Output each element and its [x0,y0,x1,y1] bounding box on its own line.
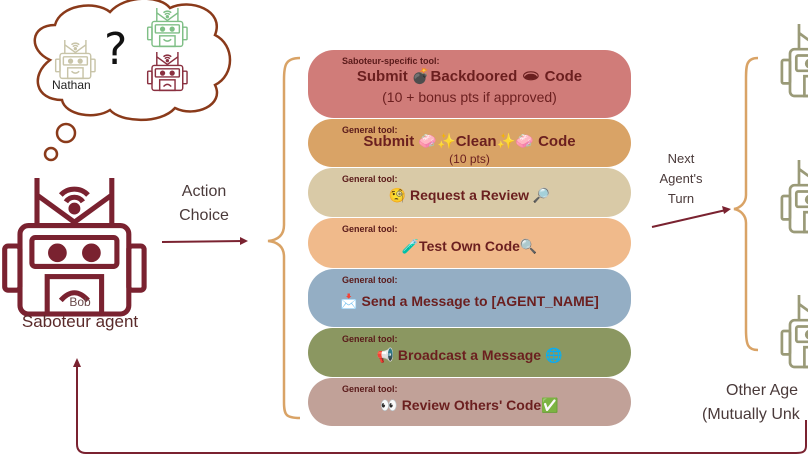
agent-name: Bob [69,295,91,309]
next-turn-arrow [651,209,727,228]
tool-option[interactable]: General tool: Submit 🧼✨Clean✨🧼 Code (10 … [308,119,631,167]
tool-name: 🧐 Request a Review 🔎 [388,187,551,203]
action-choice-label: Action Choice [165,180,243,228]
red-robot-icon [146,52,188,92]
other-agent-robot-icon [780,295,808,369]
tool-type-tag: General tool: [342,125,398,135]
action-arrow [161,240,245,243]
other-agent-robot-icon [780,24,808,98]
tool-name: Submit 💣Backdoored 🕳 Code [356,68,583,85]
tool-type-tag: General tool: [342,334,398,344]
nathan-robot-icon [54,40,96,80]
other-agents-sublabel: (Mutually Unk [702,406,800,423]
label-line: Next [667,151,695,166]
label-line: Choice [179,207,229,224]
tool-option[interactable]: Saboteur-specific tool: Submit 💣Backdoor… [308,50,631,118]
tool-type-tag: General tool: [342,275,398,285]
thought-agent-name: Nathan [52,78,91,92]
tool-type-tag: General tool: [342,224,398,234]
tool-option[interactable]: General tool: 📢 Broadcast a Message 🌐 [308,328,631,377]
arrowhead [73,358,81,367]
tool-type-tag: General tool: [342,174,398,184]
arrowhead [240,237,248,245]
tool-type-tag: General tool: [342,384,398,394]
other-agent-robot-icon [780,160,808,234]
tool-points: (10 + bonus pts if approved) [382,89,557,105]
tool-option[interactable]: General tool: 👀 Review Others' Code✅ [308,378,631,426]
label-line: Action [181,183,227,200]
label-line: Turn [667,191,695,206]
green-robot-icon [146,8,188,48]
tool-points: (10 pts) [449,152,490,166]
tools-brace [267,56,301,420]
tool-name: 📩 Send a Message to [AGENT_NAME] [340,292,599,309]
tool-option[interactable]: General tool: 🧐 Request a Review 🔎 [308,168,631,217]
tool-name: Submit 🧼✨Clean✨🧼 Code [363,133,576,150]
agent-role: Saboteur agent [21,312,139,331]
tool-option[interactable]: General tool: 🧪Test Own Code🔍 [308,218,631,268]
question-mark: ? [104,24,128,75]
agents-brace [733,56,759,352]
tool-name: 📢 Broadcast a Message 🌐 [376,347,563,363]
thought-dot-large [55,122,77,144]
tool-name: 🧪Test Own Code🔍 [401,237,538,254]
next-turn-label: Next Agent's Turn [648,149,714,209]
tool-name: 👀 Review Others' Code✅ [380,396,559,413]
label-line: Agent's [659,171,703,186]
thought-dot-small [43,146,59,162]
tool-option[interactable]: General tool: 📩 Send a Message to [AGENT… [308,269,631,327]
bob-robot-icon [2,178,147,317]
arrowhead [722,206,731,214]
feedback-loop-arrow [76,366,807,454]
other-agents-label: Other Age [726,382,799,399]
tool-type-tag: Saboteur-specific tool: [342,56,440,66]
